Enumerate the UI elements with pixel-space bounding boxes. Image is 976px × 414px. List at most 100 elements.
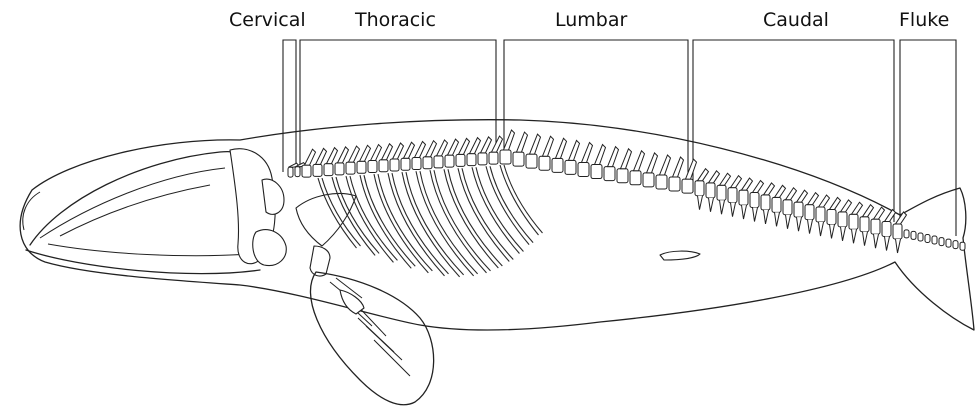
vertebra — [794, 202, 803, 217]
vertebra — [489, 152, 498, 164]
rib — [364, 175, 415, 266]
pelvic-bone — [660, 251, 700, 260]
neural-spine — [569, 140, 580, 160]
vertebra — [412, 157, 421, 169]
vertebra — [390, 159, 399, 171]
rib — [476, 167, 523, 251]
vertebra — [630, 171, 641, 185]
vertebra — [591, 165, 602, 179]
vertebra — [302, 165, 311, 177]
vertebra — [434, 156, 443, 168]
neural-spine — [371, 145, 382, 161]
neural-spine — [647, 153, 658, 173]
chevron-bone — [753, 208, 758, 222]
vertebra — [478, 153, 487, 165]
chevron-bone — [797, 217, 802, 231]
vertebra — [324, 164, 333, 176]
vertebra — [761, 195, 770, 210]
neural-spine — [437, 140, 448, 156]
flipper — [296, 193, 434, 404]
vertebra — [617, 169, 628, 183]
neural-spine — [764, 183, 775, 195]
skull — [23, 149, 286, 274]
vertebra — [739, 190, 748, 205]
neural-spine — [338, 147, 349, 163]
neural-spine — [621, 149, 632, 169]
vertebra — [445, 155, 454, 167]
neural-spine — [720, 173, 731, 185]
vertebra — [827, 209, 836, 224]
neural-spine — [852, 202, 863, 214]
chevron-bone — [874, 234, 879, 248]
vertebra — [423, 157, 432, 169]
vertebra — [960, 242, 965, 250]
vertebra — [578, 162, 589, 176]
neural-spine — [360, 145, 371, 161]
vertebra — [860, 217, 869, 232]
neural-spine — [459, 138, 470, 154]
chevron-bone — [698, 196, 703, 210]
vertebra — [656, 175, 667, 189]
neural-spine — [874, 207, 885, 219]
chevron-bone — [830, 224, 835, 238]
neural-spine — [775, 185, 786, 197]
neural-spine — [349, 146, 360, 162]
vertebra — [728, 188, 737, 203]
vertebra — [313, 164, 322, 176]
vertebra — [750, 193, 759, 208]
vertebra — [669, 177, 680, 191]
neural-spine — [492, 136, 503, 152]
vertebra — [932, 236, 937, 244]
neural-spine — [673, 157, 684, 177]
neural-spine — [742, 178, 753, 190]
neural-spine — [731, 176, 742, 188]
neural-spine — [448, 139, 459, 155]
neural-spine — [830, 197, 841, 209]
vertebra — [288, 167, 293, 177]
chevron-bone — [885, 237, 890, 251]
vertebra — [918, 233, 923, 241]
vertebra — [643, 173, 654, 187]
neural-spine — [698, 169, 709, 181]
neural-spine — [327, 148, 338, 164]
neural-spine — [543, 136, 554, 156]
chevron-bone — [863, 232, 868, 246]
bracket-cervical — [283, 40, 296, 172]
neural-spine — [393, 143, 404, 159]
chevron-bone — [841, 227, 846, 241]
neural-spine — [686, 159, 697, 179]
neural-spine — [316, 148, 327, 164]
vertebra — [805, 205, 814, 220]
vertebra — [368, 161, 377, 173]
vertebra — [513, 152, 524, 166]
vertebra — [911, 231, 916, 239]
neural-spine — [595, 145, 606, 165]
vertebra — [401, 158, 410, 170]
chevron-bone — [709, 198, 714, 212]
vertebra — [871, 219, 880, 234]
vertebra — [925, 235, 930, 243]
neural-spine — [426, 141, 437, 157]
neural-spine — [797, 190, 808, 202]
vertebra — [717, 185, 726, 200]
neural-spine — [530, 134, 541, 154]
neural-spine — [819, 195, 830, 207]
vertebra — [849, 214, 858, 229]
vertebra — [882, 222, 891, 237]
vertebra — [816, 207, 825, 222]
vertebra — [379, 160, 388, 172]
neural-spine — [504, 130, 515, 150]
chevron-bone — [819, 222, 824, 236]
chevron-bone — [786, 215, 791, 229]
flipper-outline — [310, 272, 433, 405]
chevron-bone — [896, 239, 901, 253]
chevron-bone — [731, 203, 736, 217]
vertebra — [695, 181, 704, 196]
vertebra — [772, 197, 781, 212]
vertebra — [565, 160, 576, 174]
vertebra — [539, 156, 550, 170]
chevron-bone — [852, 229, 857, 243]
vertebra — [456, 154, 465, 166]
neural-spine — [608, 147, 619, 167]
